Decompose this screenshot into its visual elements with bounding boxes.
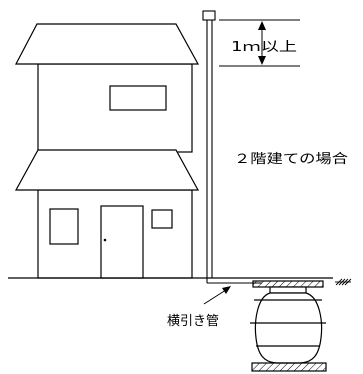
pipe-label: 横引き管	[167, 314, 219, 329]
tank-base	[251, 362, 327, 372]
ground-hatching	[335, 278, 352, 286]
tank-body	[254, 292, 323, 364]
arrow-down-icon	[258, 56, 266, 65]
lower-right-window	[151, 209, 173, 229]
front-door	[100, 205, 144, 279]
height-dimension	[219, 19, 300, 67]
lower-roof	[14, 149, 200, 191]
upper-window	[109, 85, 167, 111]
septic-tank	[250, 280, 327, 372]
manhole-cover	[252, 280, 324, 288]
case-caption: ２階建ての場合	[234, 152, 348, 167]
door-knob	[103, 238, 107, 242]
lower-left-window	[49, 208, 79, 245]
arrow-up-icon	[258, 21, 266, 30]
tank-neck	[269, 286, 307, 294]
leader-arrow-icon	[222, 286, 231, 294]
vent-cap	[202, 10, 216, 21]
upper-roof	[15, 23, 200, 65]
height-label: 1ｍ以上	[231, 40, 297, 55]
two-story-house	[14, 23, 200, 279]
